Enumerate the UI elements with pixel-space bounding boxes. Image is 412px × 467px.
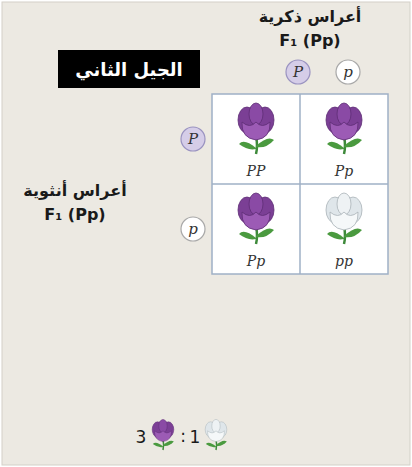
circle-outline (181, 217, 205, 241)
punnett-cell: PP (212, 94, 300, 184)
allele-circle: p (180, 216, 206, 242)
genotype-label: Pp (335, 163, 353, 179)
genotype-heading: F₁ (Pp) (44, 205, 105, 224)
grid-line (212, 183, 388, 185)
purple-flower (326, 103, 362, 154)
ratio-separator: : (180, 426, 186, 446)
purple-flower (152, 419, 174, 450)
punnett-cell: pp (300, 184, 388, 274)
ratio-number: 3 (136, 427, 147, 447)
allele-circle: P (180, 126, 206, 152)
allele-letter: p (343, 63, 353, 81)
punnett-cell: Pp (212, 184, 300, 274)
allele-circle: p (335, 59, 361, 85)
allele-letter: P (188, 130, 198, 148)
genotype-label: Pp (247, 253, 265, 269)
purple-flower (238, 193, 274, 244)
generation-title: الجيل الثاني (75, 59, 183, 80)
punnett-grid (212, 94, 388, 274)
genotype-label: pp (335, 253, 353, 269)
circle-outline (336, 60, 360, 84)
circle-outline (181, 127, 205, 151)
circle-outline (286, 60, 310, 84)
punnett-cell: Pp (300, 94, 388, 184)
genotype-label: PP (247, 163, 266, 179)
generation-box: الجيل الثاني (58, 50, 200, 88)
allele-letter: p (188, 220, 198, 238)
purple-flower (238, 103, 274, 154)
gamete-heading: أعراس ذكرية (259, 7, 362, 26)
white-flower (205, 419, 227, 450)
white-flower (326, 193, 362, 244)
genotype-heading: F₁ (Pp) (279, 31, 340, 50)
ratio-number: 1 (190, 427, 201, 447)
gamete-heading: أعراس أنثوية (23, 181, 126, 200)
allele-circle: P (285, 59, 311, 85)
allele-letter: P (293, 63, 303, 81)
